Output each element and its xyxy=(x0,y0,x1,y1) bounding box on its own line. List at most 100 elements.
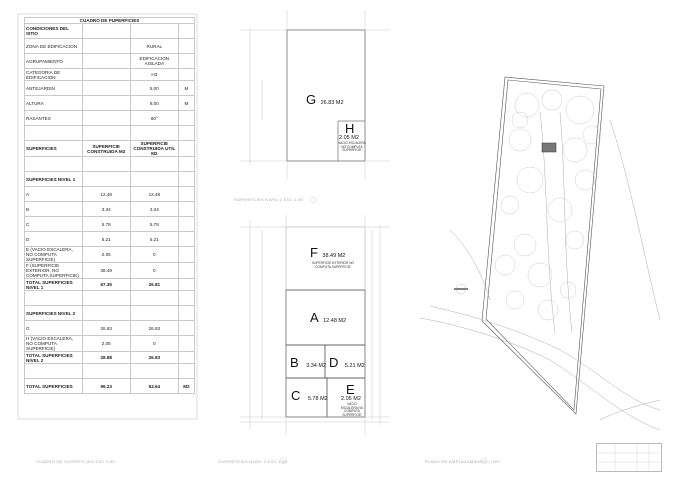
room-e-note: VACIO ESCALERA NO COMPUTA SUPERFICIE xyxy=(340,402,364,417)
table-cell: AGRUPAMIENTO xyxy=(24,53,83,69)
room-letter: G xyxy=(306,92,317,107)
table-cell: 3.34 xyxy=(129,201,179,217)
table-row xyxy=(24,290,196,306)
table-cell: 67.35 xyxy=(81,278,131,291)
table-cell xyxy=(81,110,131,126)
table-cell: M xyxy=(177,95,196,111)
table-cell xyxy=(177,171,196,187)
table-row: SUPERFICIES NIVEL 1 xyxy=(24,171,196,187)
table-cell: 2.05 xyxy=(81,335,131,352)
table-cell: 2.05 xyxy=(81,246,131,263)
table-cell xyxy=(81,290,131,306)
table-cell: M xyxy=(177,80,196,96)
table-cell xyxy=(81,23,131,39)
table-row: SUPERFICIES NIVEL 2 xyxy=(24,305,196,321)
table-cell: SUPERFICIES NIVEL 1 xyxy=(24,171,83,187)
table-cell xyxy=(177,216,196,232)
table-cell: 5.21 xyxy=(81,231,131,247)
table-cell xyxy=(177,231,196,247)
table-cell xyxy=(129,23,179,39)
table-cell: RURAL xyxy=(129,38,179,54)
room-b-label: B 3.34 M2 xyxy=(290,354,326,372)
table-cell: TOTAL SUPERFICIES xyxy=(24,378,83,394)
caption-site: PLANO DE EMPLAZAMIENTO 1:500 xyxy=(425,459,501,464)
room-letter: C xyxy=(291,388,301,403)
title-block-grid xyxy=(597,444,661,471)
table-cell xyxy=(24,125,83,141)
surface-table: CUADRO DE PUPERFICIES CONDICIONES DEL SI… xyxy=(24,17,196,394)
table-cell: 5.78 xyxy=(81,216,131,232)
table-cell: 0 xyxy=(129,262,179,279)
table-cell: TOTAL SUPERFICIES NIVEL 2 xyxy=(24,351,83,364)
table-row: H (VACIO ESCALERA, NO COMPUTA SUPERFICIE… xyxy=(24,335,196,352)
room-a-label: A 12.48 M2 xyxy=(310,309,346,327)
table-cell xyxy=(177,351,196,364)
room-area: 5.78 M2 xyxy=(307,396,328,402)
table-cell: M2 xyxy=(177,378,196,394)
table-cell xyxy=(177,38,196,54)
table-cell: 12.48 xyxy=(81,186,131,202)
table-cell: B xyxy=(24,201,83,217)
room-letter: F xyxy=(310,245,318,260)
table-cell xyxy=(24,290,83,306)
table-cell: F (SUPERFICIE EXTERIOR, NO COMPUTA SUPER… xyxy=(24,262,83,279)
table-cell xyxy=(129,290,179,306)
room-letter: B xyxy=(290,355,299,370)
table-cell: RASANTES xyxy=(24,110,83,126)
table-cell xyxy=(24,363,83,379)
table-cell: SUPERFICIE CONSTRUIDA UTIL M2 xyxy=(129,140,179,157)
table-cell: SUPERFICIES NIVEL 2 xyxy=(24,305,83,321)
table-cell xyxy=(177,363,196,379)
table-cell xyxy=(81,53,131,69)
table-cell: 26.83 xyxy=(129,320,179,336)
room-h-note: VACIO ESCALERA NO COMPUTA SUPERFICIE xyxy=(338,141,366,153)
table-cell: 8,00 xyxy=(129,95,179,111)
room-g-label: G 26.83 M2 xyxy=(306,91,344,109)
table-row: E (VACIO ESCALERA, NO COMPUTA SUPERFICIE… xyxy=(24,246,196,263)
table-cell: 0 xyxy=(129,335,179,352)
table-cell xyxy=(177,305,196,321)
table-cell: 53.64 xyxy=(129,378,179,394)
table-cell: E (VACIO ESCALERA, NO COMPUTA SUPERFICIE… xyxy=(24,246,83,263)
table-cell xyxy=(81,125,131,141)
room-h-area: 2.05 M2 xyxy=(339,135,359,141)
table-cell: CATEGORIA DE EDIFICACION xyxy=(24,68,83,81)
table-row: ZONA DE EDIFICACION RURAL xyxy=(24,38,196,54)
table-cell: 12.48 xyxy=(129,186,179,202)
table-cell: 5,00 xyxy=(129,80,179,96)
table-cell xyxy=(81,305,131,321)
room-f-note: SUPERFICIE EXTERIOR NO COMPUTA SUPERFICI… xyxy=(312,261,354,269)
table-cell xyxy=(129,156,179,172)
table-cell xyxy=(81,363,131,379)
room-area: 12.48 M2 xyxy=(323,318,347,324)
room-area: 3.34 M2 xyxy=(306,363,326,369)
table-row: F (SUPERFICIE EXTERIOR, NO COMPUTA SUPER… xyxy=(24,262,196,279)
table-cell xyxy=(177,125,196,141)
room-letter: E xyxy=(346,382,355,397)
room-e-area: 2.05 M2 xyxy=(341,396,361,402)
table-cell: H (VACIO ESCALERA, NO COMPUTA SUPERFICIE… xyxy=(24,335,83,352)
table-cell xyxy=(129,363,179,379)
room-d-label: D 5.21 M2 xyxy=(329,354,365,372)
table-cell: ANTEJARDIN xyxy=(24,80,83,96)
table-cell xyxy=(177,290,196,306)
table-cell xyxy=(177,53,196,69)
table-cell xyxy=(177,110,196,126)
table-row: CONDICIONES DEL SITIO xyxy=(24,23,196,39)
table-cell: ZONA DE EDIFICACION xyxy=(24,38,83,54)
table-cell: 5.21 xyxy=(129,231,179,247)
caption-level2: SUPERFICIES NIVEL 2 ESC 1:50 xyxy=(234,197,304,202)
table-cell xyxy=(81,80,131,96)
table-cell xyxy=(177,201,196,217)
